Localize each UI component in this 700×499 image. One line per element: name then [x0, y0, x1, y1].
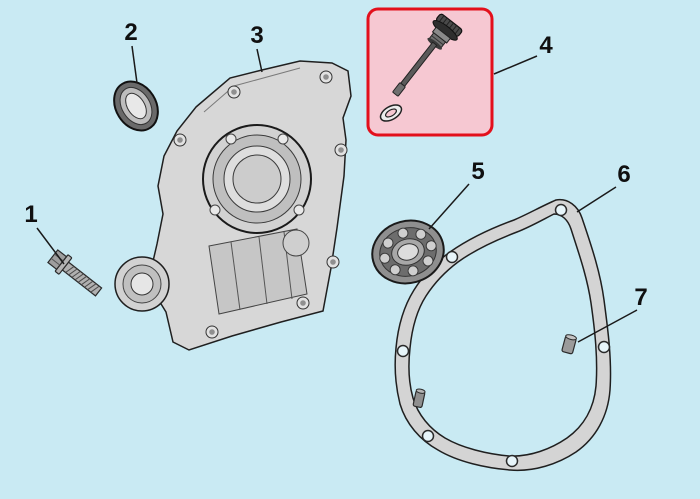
- part-label-7: 7: [634, 284, 647, 311]
- leader-line-7: [577, 309, 638, 343]
- o-ring: [379, 104, 403, 122]
- part-6-gasket[interactable]: [394, 198, 612, 472]
- cover-bolt-holes: [173, 70, 348, 339]
- part-label-1: 1: [24, 201, 37, 228]
- leader-line-5: [428, 183, 470, 230]
- part-label-6: 6: [617, 161, 630, 188]
- part-3-crankcase-cover[interactable]: [114, 60, 352, 351]
- part-label-5: 5: [471, 158, 484, 185]
- leader-line-6: [576, 186, 617, 213]
- part-label-3: 3: [250, 22, 263, 49]
- gasket-bolt-holes: [396, 203, 611, 468]
- part-label-4: 4: [539, 32, 553, 59]
- leader-lines: [36, 45, 638, 343]
- part-labels: 1 2 3 4 5 6 7: [24, 19, 647, 311]
- part-7-dowel-pin[interactable]: [561, 334, 577, 355]
- part-2-oil-seal[interactable]: [105, 73, 166, 138]
- part-4-dipstick[interactable]: [378, 12, 464, 124]
- part-label-2: 2: [124, 19, 137, 46]
- gasket-pin: [412, 388, 426, 408]
- part-1-bolt[interactable]: [46, 248, 105, 300]
- part-5-bearing[interactable]: [365, 213, 451, 292]
- leader-line-3: [256, 48, 263, 73]
- leader-line-2: [131, 45, 138, 84]
- highlight-box: [366, 7, 494, 137]
- leader-line-1: [36, 227, 65, 265]
- leader-line-4: [493, 55, 538, 75]
